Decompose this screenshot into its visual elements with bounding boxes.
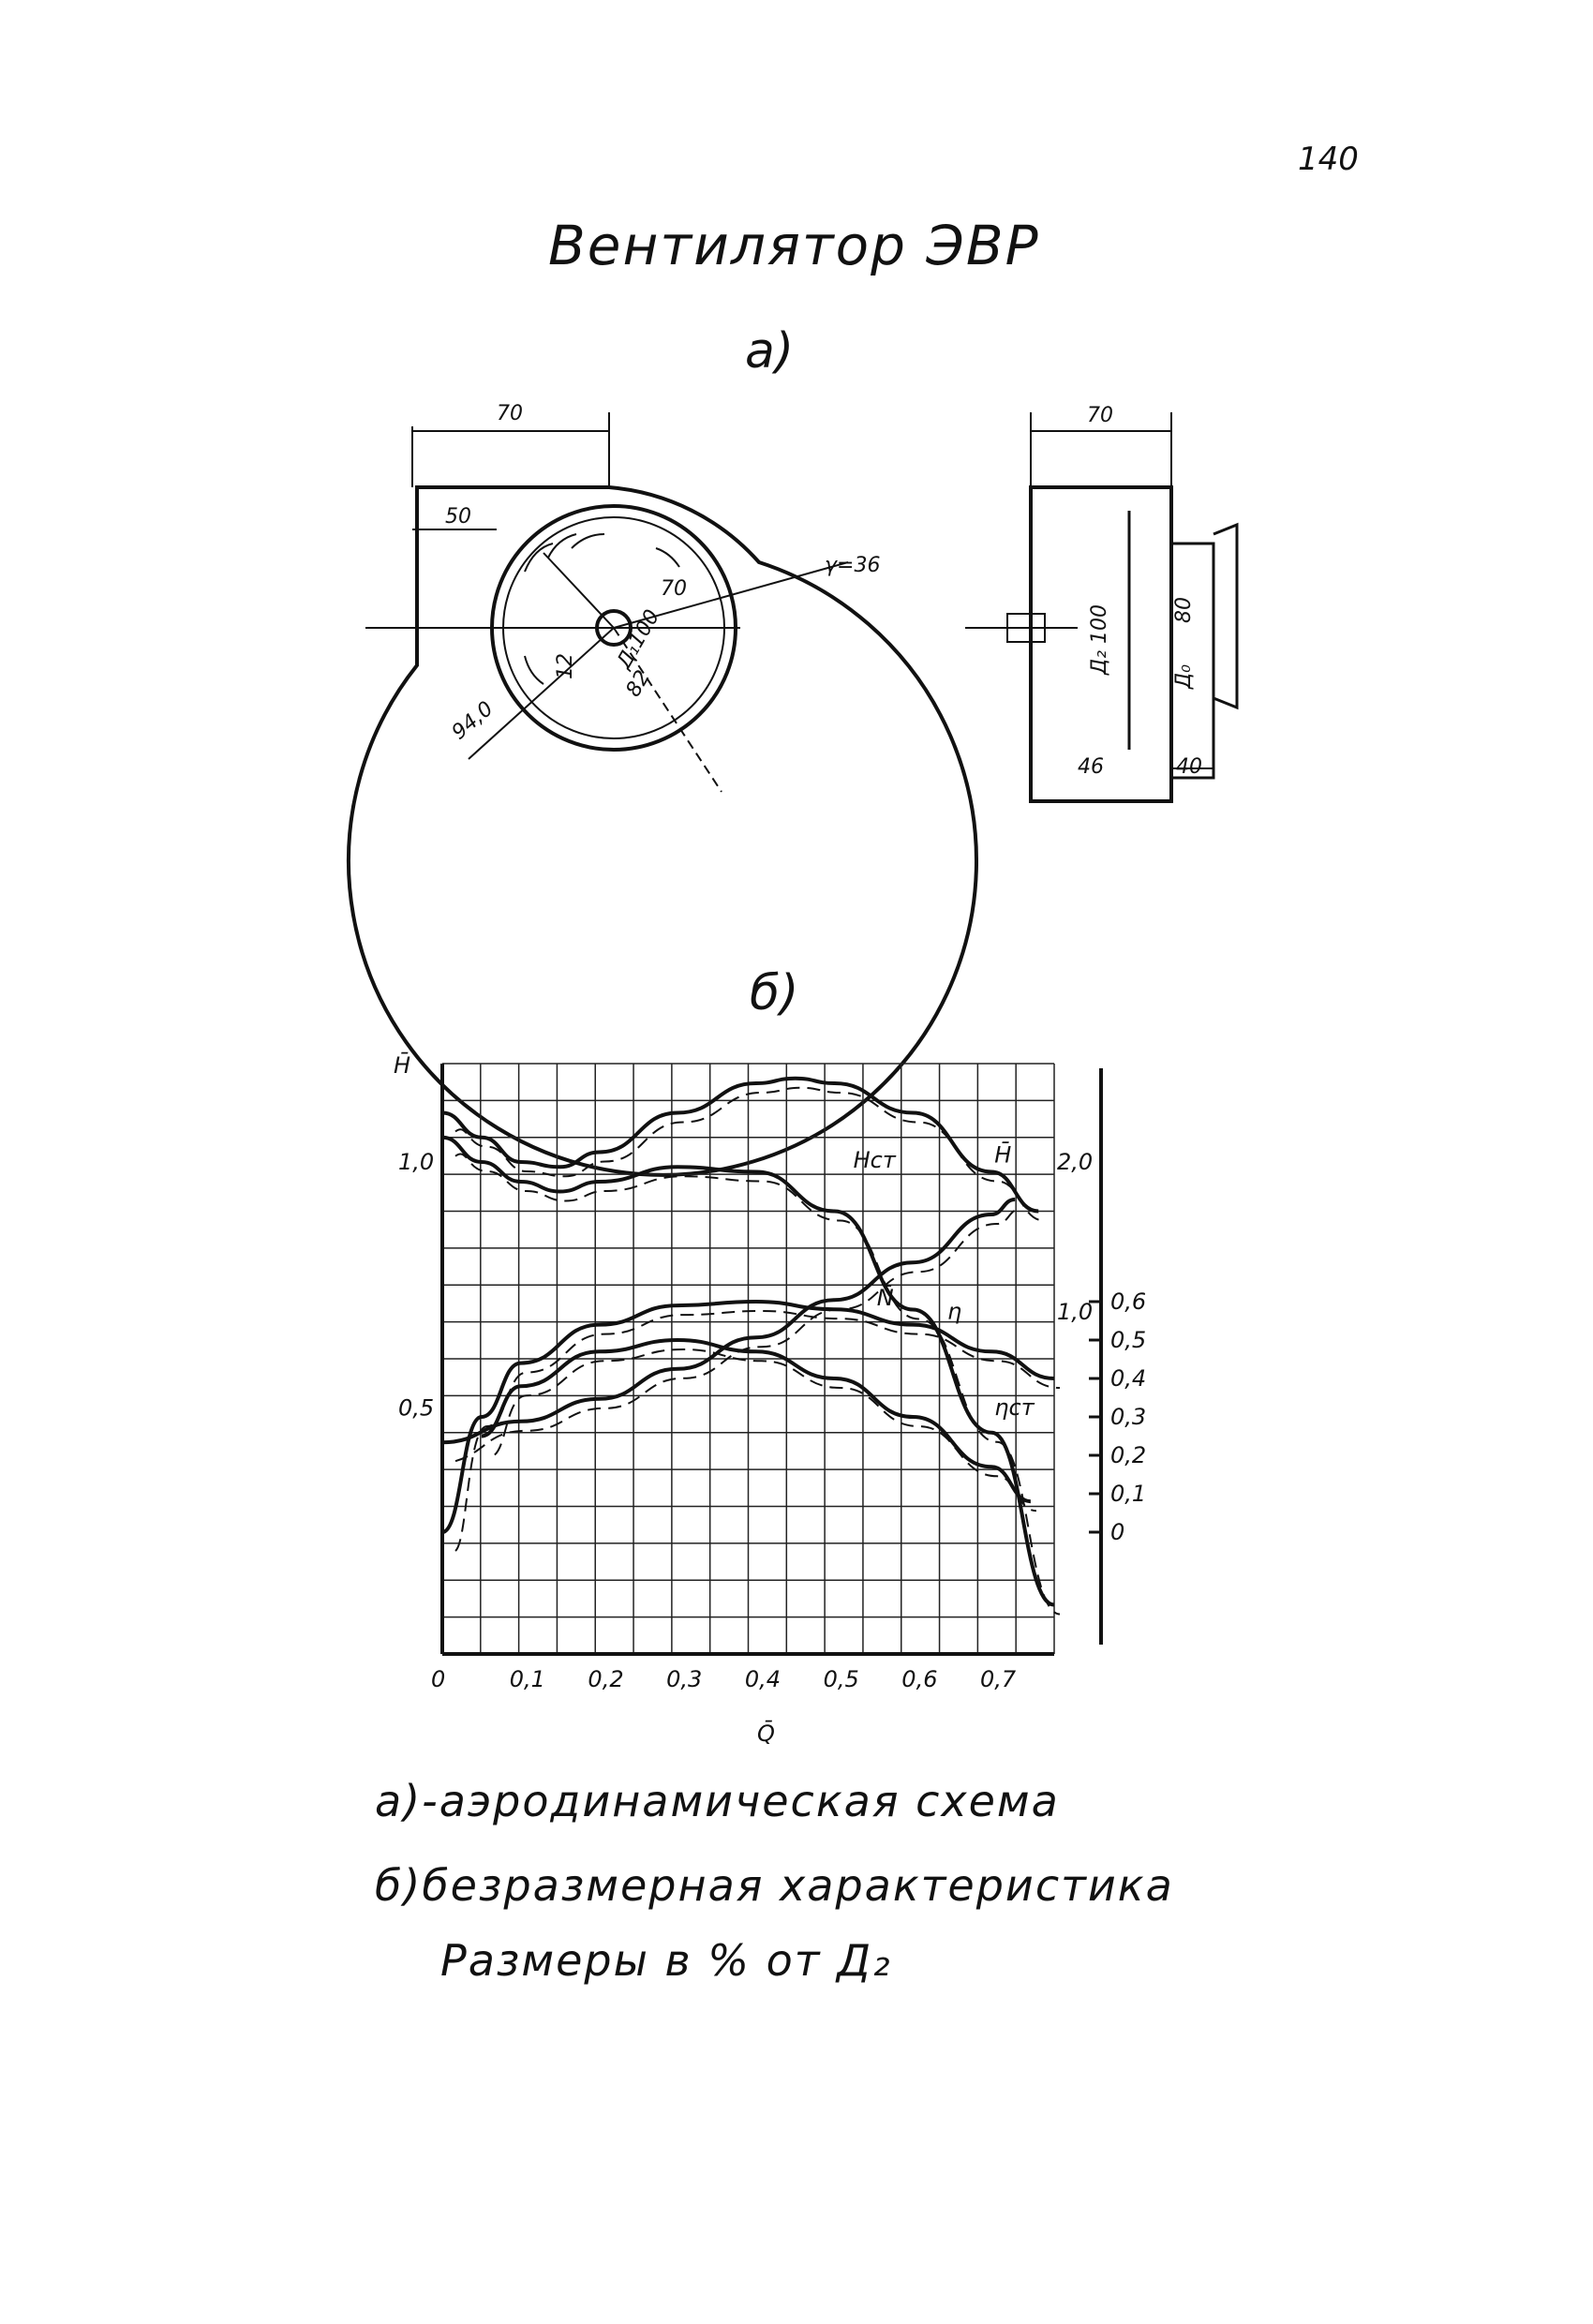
page-number: 140 <box>1298 141 1359 178</box>
curve-label: H̄ <box>994 1140 1011 1168</box>
x-tick-label: 0,2 <box>588 1666 623 1692</box>
x-axis-label: Q̄ <box>757 1720 775 1747</box>
caption-line-1: а)-аэродинамическая схема <box>375 1776 1060 1826</box>
caption-line-2: б)безразмерная характеристика <box>375 1860 1174 1911</box>
curve-0 <box>441 1299 1055 1534</box>
dim-label: 46 <box>1078 755 1104 779</box>
right-tick-label: 0,2 <box>1110 1442 1146 1468</box>
left-tick-label: 0,5 <box>398 1395 434 1422</box>
fan-front-view <box>346 412 978 1177</box>
power-tick-label: 2,0 <box>1057 1149 1093 1175</box>
curve-1 <box>441 1076 1039 1214</box>
dim-label: 70 <box>1087 404 1113 427</box>
curve-label: Hст <box>854 1147 897 1173</box>
x-tick-label: 0 <box>431 1666 445 1692</box>
right-tick-label: 0,3 <box>1110 1404 1146 1430</box>
chart-curves: η H̄ Hст ηст N̄ <box>441 1076 1061 1616</box>
dim-label: 40 <box>1176 755 1202 779</box>
curve-3 <box>481 1337 1032 1504</box>
x-tick-label: 0,4 <box>745 1666 781 1692</box>
chart-grid <box>441 1063 1055 1655</box>
chart-tick-labels: 0 0,1 0,2 0,3 0,4 0,5 0,6 0,7 1,0 0,5 0,6 0,5 0,4 0,3… <box>398 1149 1146 1692</box>
right-tick-label: 0,4 <box>1110 1365 1146 1392</box>
curve-label: η <box>947 1299 961 1325</box>
caption-line-3: Размеры в % от Д₂ <box>440 1935 892 1986</box>
y-axis-label: H̄ <box>394 1051 410 1079</box>
curve-dashed-4 <box>454 1208 1021 1463</box>
x-tick-label: 0,5 <box>824 1666 859 1692</box>
right-tick-label: 0,1 <box>1110 1481 1146 1507</box>
right-tick-label: 0,6 <box>1110 1289 1146 1315</box>
chart-axes <box>440 1064 1103 1656</box>
chart-label: б) <box>750 965 799 1021</box>
curve-label: ηст <box>994 1394 1035 1421</box>
dim-label: 70 <box>497 402 523 425</box>
x-tick-label: 0,7 <box>980 1666 1017 1692</box>
left-tick-label: 1,0 <box>398 1149 434 1175</box>
dim-label: 50 <box>445 505 471 529</box>
diagram-a-label: a) <box>745 323 795 380</box>
dim-label: Д₂ 100 <box>1088 604 1111 676</box>
dim-label: 80 <box>1172 597 1196 623</box>
x-tick-label: 0,3 <box>666 1666 702 1692</box>
dim-label: Д₀ <box>1172 664 1196 690</box>
curve-dashed-3 <box>494 1348 1037 1512</box>
page-title: Вентилятор ЭВР <box>548 214 1040 277</box>
side-view-dimensions: 70 Д₂ 100 80 Д₀ 46 40 <box>1078 404 1202 779</box>
dim-label: 70 <box>661 577 687 601</box>
right-tick-label: 0,5 <box>1110 1327 1146 1353</box>
x-tick-label: 0,1 <box>510 1666 545 1692</box>
x-tick-label: 0,6 <box>901 1666 937 1692</box>
curve-dashed-1 <box>454 1086 1045 1222</box>
power-tick-label: 1,0 <box>1057 1299 1093 1325</box>
right-tick-label: 0 <box>1110 1519 1124 1545</box>
curve-label: N̄ <box>877 1284 894 1311</box>
fan-side-view <box>965 412 1239 803</box>
dim-label: γ=36 <box>825 554 880 577</box>
curve-dashed-2 <box>454 1153 1061 1616</box>
dim-label: 12 <box>554 653 577 679</box>
curve-4 <box>441 1198 1016 1445</box>
